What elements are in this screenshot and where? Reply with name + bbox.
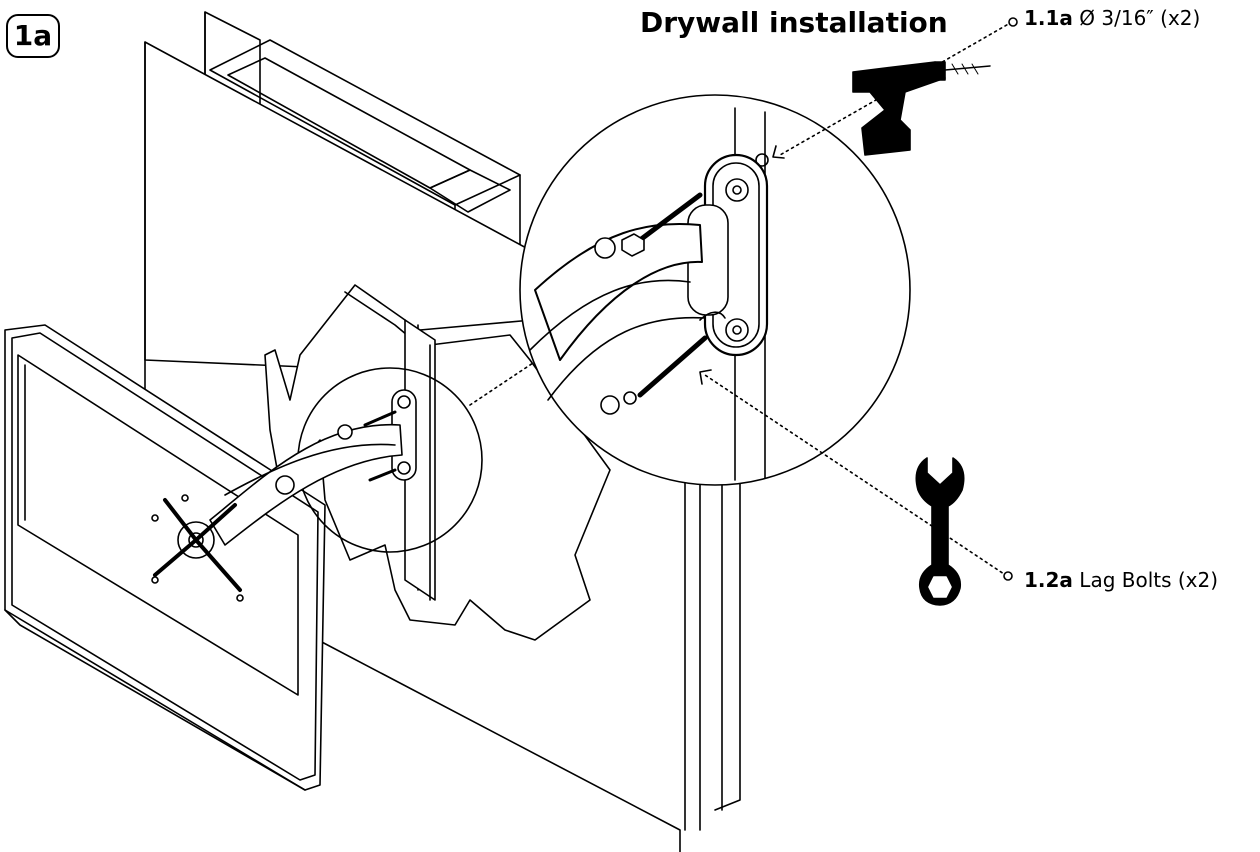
drill-arrow [772, 145, 785, 159]
callout-text: Ø 3/16″ (x2) [1079, 6, 1201, 30]
callout-code: 1.2a [1024, 568, 1073, 592]
drill-icon [852, 61, 991, 156]
mount-arm-small [151, 367, 483, 602]
callout-text: Lag Bolts (x2) [1079, 568, 1219, 592]
callout-lag-bolts: 1.2a Lag Bolts (x2) [1024, 568, 1218, 592]
diagram-title: Drywall installation [640, 6, 948, 39]
drill-leader-dot [1008, 17, 1018, 27]
callout-code: 1.1a [1024, 6, 1073, 30]
bolts-leader-line [704, 374, 1008, 577]
drill-leader-line [779, 21, 1013, 156]
callout-drill-hole: 1.1a Ø 3/16″ (x2) [1024, 6, 1200, 30]
step-badge: 1a [6, 14, 60, 58]
tv-screen [4, 324, 326, 791]
bolts-arrow [699, 369, 712, 385]
bolts-leader-dot [1003, 571, 1013, 581]
zoom-detail [519, 94, 911, 486]
